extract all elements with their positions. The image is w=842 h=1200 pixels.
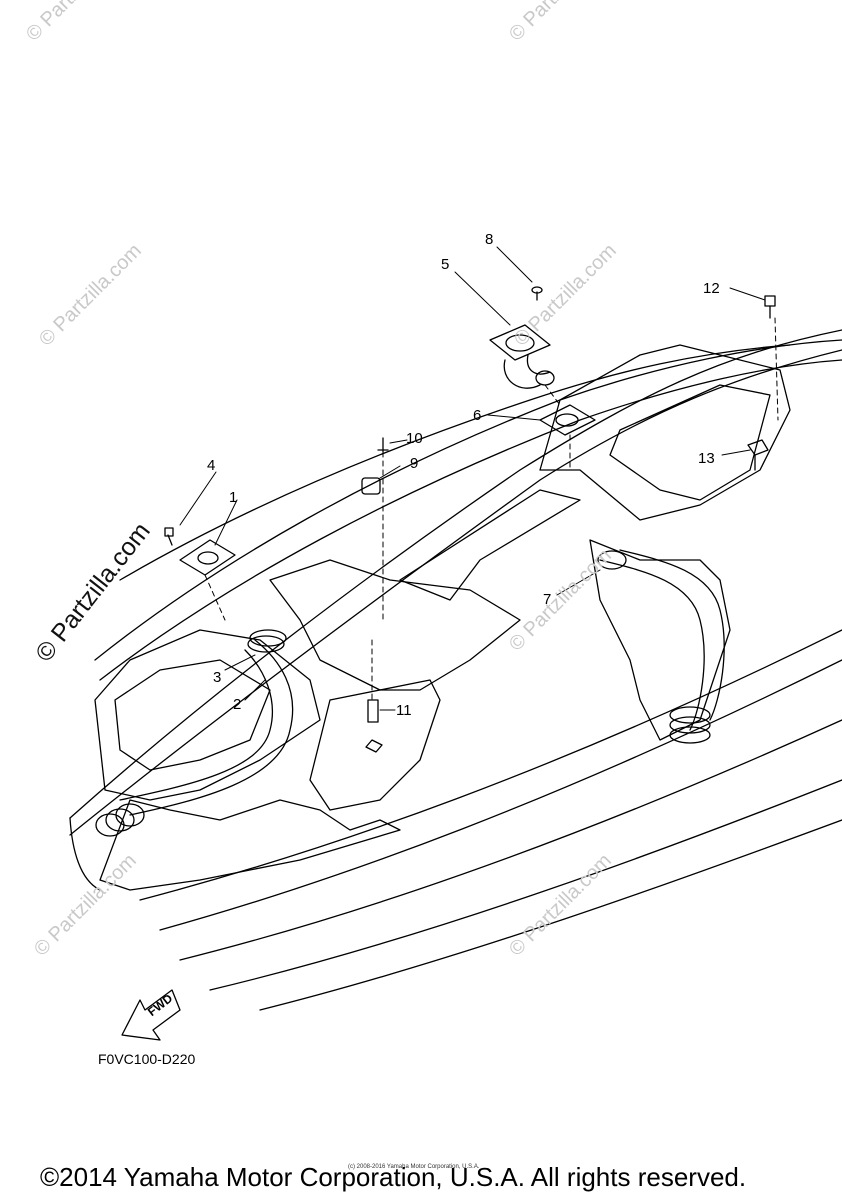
- screw-8: [531, 286, 543, 301]
- leader-lines: [179, 246, 766, 711]
- elbow-5: [489, 324, 555, 389]
- clip-9: [361, 477, 381, 495]
- hose-7: [597, 549, 725, 744]
- callout-9: 9: [410, 455, 419, 472]
- diagram-code: F0VC100-D220: [98, 1051, 196, 1067]
- callout-12: 12: [703, 280, 720, 297]
- screw-4: [164, 527, 174, 546]
- fwd-arrow: [121, 989, 181, 1041]
- callout-7: 7: [543, 591, 552, 608]
- copyright-small: (c) 2008-2016 Yamaha Motor Corporation, …: [348, 1164, 480, 1170]
- gasket-6: [539, 404, 596, 436]
- flange-1: [179, 539, 236, 576]
- callout-3: 3: [213, 669, 222, 686]
- hose-2: [95, 639, 294, 837]
- rivet-10: [377, 437, 389, 453]
- callout-5: 5: [441, 256, 450, 273]
- holder-11: [365, 699, 383, 753]
- callout-2: 2: [233, 696, 242, 713]
- callout-10: 10: [406, 430, 423, 447]
- hull-outline: [69, 329, 842, 1011]
- callout-11: 11: [396, 702, 412, 719]
- copyright: ©2014 Yamaha Motor Corporation, U.S.A. A…: [40, 1162, 747, 1192]
- callout-13: 13: [698, 450, 715, 467]
- clip-13: [747, 439, 769, 471]
- callout-8: 8: [485, 231, 494, 248]
- bolt-12: [764, 295, 776, 319]
- assembly-lines: [204, 317, 779, 701]
- hose-clamp-3: [247, 629, 287, 653]
- callout-6: 6: [473, 407, 482, 424]
- deck-structure: [94, 344, 791, 891]
- callout-4: 4: [207, 457, 216, 474]
- callout-1: 1: [229, 489, 238, 506]
